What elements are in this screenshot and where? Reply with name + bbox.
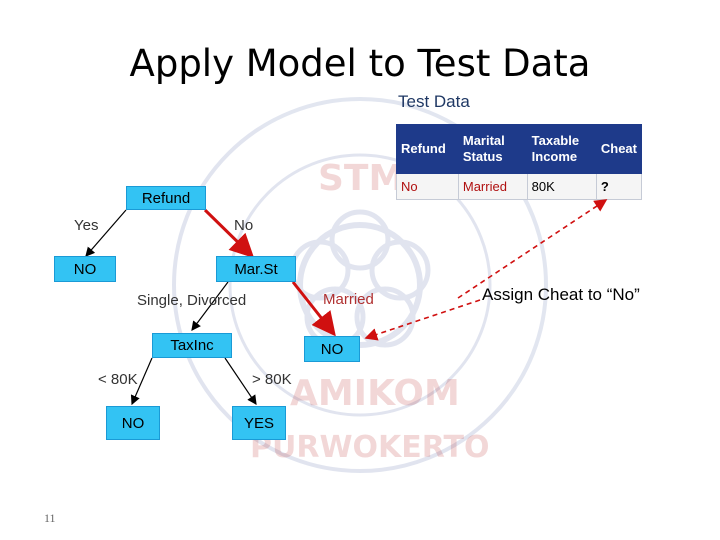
header-marital-status: Marital Status: [457, 124, 528, 174]
node-taxinc: TaxInc: [152, 333, 232, 358]
edge-refund-yes: [85, 209, 127, 257]
leaf-no-refund-yes: NO: [54, 256, 116, 282]
label-yes: Yes: [74, 217, 99, 234]
table-header-row: Refund Marital Status Taxable Income Che…: [396, 124, 643, 174]
table-row: No Married 80K ?: [396, 172, 643, 201]
header-cheat: Cheat: [595, 124, 643, 174]
watermark-text-purwokerto: PURWOKERTO: [250, 430, 490, 465]
cell-taxable-income: 80K: [526, 172, 597, 201]
annotation-arrow-to-table: [457, 199, 608, 299]
slide-number: 11: [44, 511, 56, 525]
label-no: No: [234, 217, 254, 234]
watermark-text-amikom: AMIKOM: [290, 373, 460, 414]
label-married: Married: [323, 291, 374, 308]
label-lt-80k: < 80K: [98, 371, 138, 388]
test-data-title: Test Data: [398, 92, 470, 111]
leaf-no-married: NO: [304, 336, 360, 362]
cell-cheat: ?: [595, 172, 643, 201]
annotation-assign-cheat: Assign Cheat to “No”: [482, 285, 640, 304]
node-marst: Mar.St: [216, 256, 296, 282]
edge-marst-single: [191, 281, 229, 331]
annotation-arrow-to-leaf: [364, 299, 481, 341]
edge-taxinc-gt: [224, 357, 257, 405]
edge-taxinc-lt: [130, 357, 153, 406]
slide-title: Apply Model to Test Data: [129, 42, 591, 85]
node-refund: Refund: [126, 186, 206, 210]
cell-refund: No: [396, 172, 459, 201]
cell-marital-status: Married: [457, 172, 528, 201]
edge-refund-no: [203, 208, 255, 259]
leaf-no-low-income: NO: [106, 406, 160, 440]
label-gt-80k: > 80K: [252, 371, 292, 388]
header-taxable-income: Taxable Income: [526, 124, 597, 174]
test-data-table: Refund Marital Status Taxable Income Che…: [396, 124, 643, 201]
edge-marst-married: [291, 281, 336, 337]
label-single-divorced: Single, Divorced: [137, 292, 247, 309]
leaf-yes-high-income: YES: [232, 406, 286, 440]
header-refund: Refund: [396, 124, 459, 174]
